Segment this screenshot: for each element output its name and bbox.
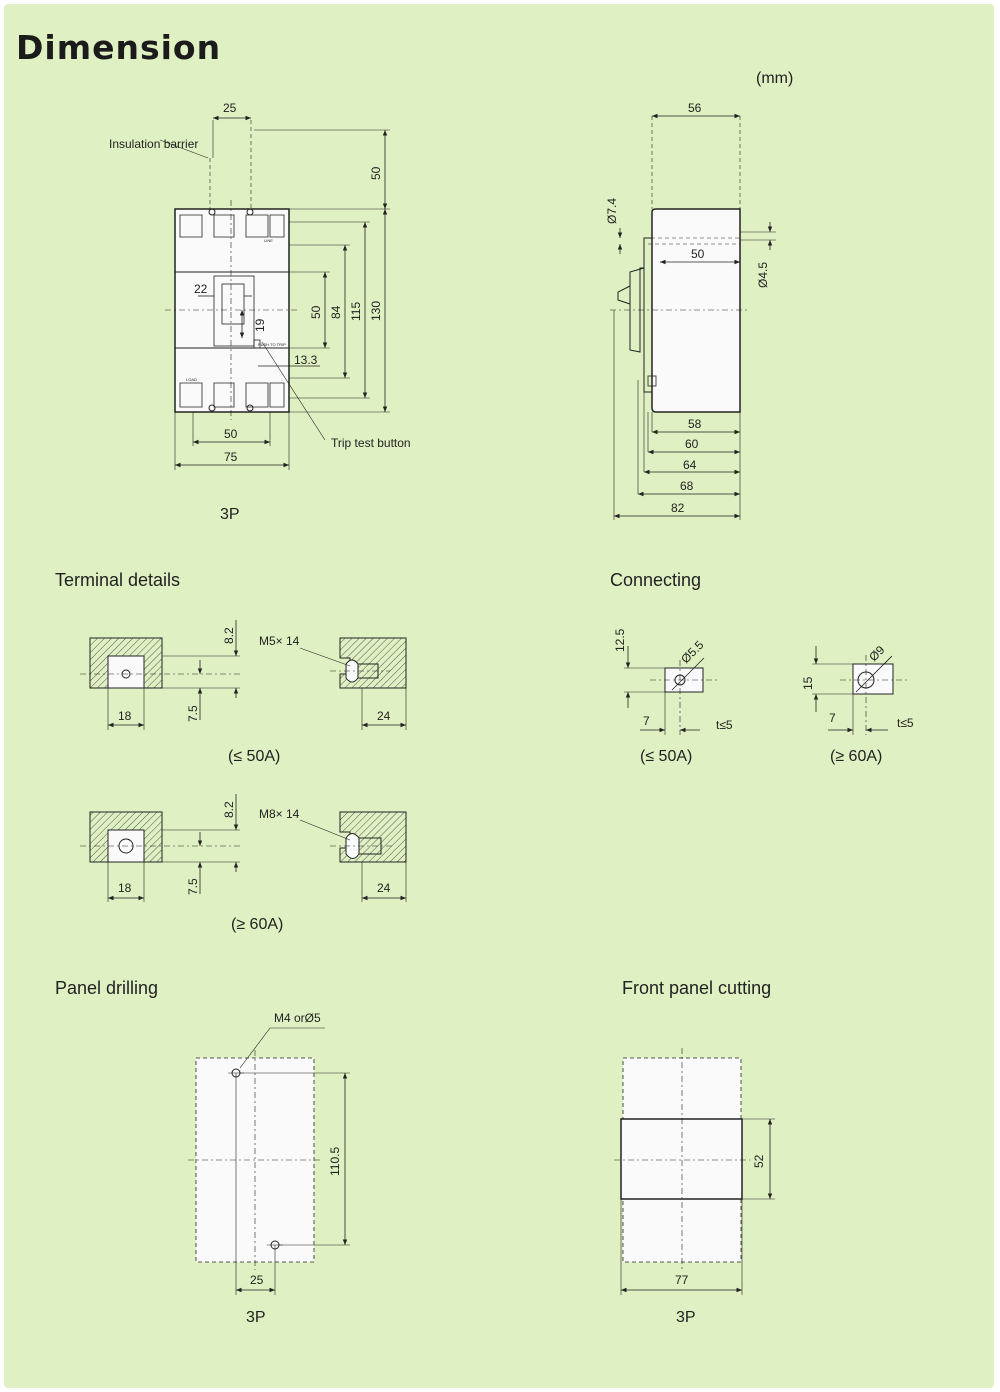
connecting-small-drawing (624, 646, 718, 735)
svg-text:7: 7 (829, 711, 836, 725)
svg-text:15: 15 (801, 676, 815, 690)
caption-main-3p: 3P (220, 506, 240, 523)
svg-text:64: 64 (683, 458, 697, 472)
svg-text:52: 52 (752, 1154, 766, 1168)
svg-text:24: 24 (377, 709, 391, 723)
svg-text:18: 18 (118, 881, 132, 895)
caption-terminal-large: (≥ 60A) (231, 916, 284, 933)
svg-text:18: 18 (118, 709, 132, 723)
svg-text:Ø7.4: Ø7.4 (605, 198, 619, 224)
caption-connecting-large: (≥ 60A) (830, 748, 883, 765)
page-title: Dimension (16, 28, 222, 67)
svg-text:Ø9: Ø9 (866, 643, 887, 664)
svg-text:7: 7 (643, 714, 650, 728)
panel-drilling-drawing (188, 1027, 350, 1295)
svg-text:50: 50 (224, 427, 238, 441)
svg-text:8.2: 8.2 (222, 627, 236, 644)
svg-text:7.5: 7.5 (186, 705, 200, 722)
svg-text:24: 24 (377, 881, 391, 895)
svg-text:130: 130 (369, 301, 383, 321)
caption-terminal-small: (≤ 50A) (228, 748, 281, 765)
svg-text:50: 50 (369, 166, 383, 180)
caption-panel-drilling-3p: 3P (246, 1309, 266, 1326)
svg-text:PUSH TO TRIP: PUSH TO TRIP (258, 342, 286, 347)
terminal-small-drawing (80, 620, 407, 730)
svg-text:12.5: 12.5 (613, 628, 627, 652)
side-view-dimensions (614, 113, 776, 519)
svg-text:75: 75 (224, 450, 238, 464)
front-view-dimensions (159, 115, 388, 468)
svg-text:25: 25 (250, 1273, 264, 1287)
side-view-drawing (610, 116, 748, 520)
svg-text:56: 56 (688, 101, 702, 115)
page-background (4, 4, 994, 1388)
svg-text:25: 25 (223, 101, 237, 115)
svg-text:84: 84 (329, 305, 343, 319)
svg-text:M4 orØ5: M4 orØ5 (274, 1011, 321, 1025)
section-title-terminal: Terminal details (55, 570, 181, 590)
unit-label: (mm) (756, 70, 794, 87)
svg-text:82: 82 (671, 501, 685, 515)
svg-text:50: 50 (691, 247, 705, 261)
svg-text:60: 60 (685, 437, 699, 451)
front-view-drawing (165, 120, 390, 470)
svg-text:13.3: 13.3 (294, 353, 318, 367)
svg-text:LINE: LINE (264, 238, 273, 243)
svg-text:8.2: 8.2 (222, 801, 236, 818)
svg-text:t≤5: t≤5 (897, 716, 914, 730)
connecting-large-texts: 15 Ø9 7 t≤5 (801, 643, 914, 730)
svg-text:19: 19 (253, 318, 267, 332)
svg-text:7.5: 7.5 (186, 878, 200, 895)
svg-text:77: 77 (675, 1273, 689, 1287)
side-view-texts: 56 Ø7.4 Ø4.5 50 58 60 64 68 82 (605, 101, 770, 515)
panel-drilling-texts: M4 orØ5 110.5 25 (250, 1011, 342, 1287)
section-title-front-panel-cutting: Front panel cutting (622, 978, 772, 998)
svg-text:110.5: 110.5 (328, 1147, 342, 1176)
svg-text:115: 115 (349, 302, 363, 321)
svg-text:Insulation barrier: Insulation barrier (109, 137, 198, 151)
front-panel-cutting-texts: 52 77 (675, 1154, 766, 1287)
svg-text:Trip test button: Trip test button (331, 436, 411, 450)
terminal-large-drawing (80, 794, 407, 902)
svg-text:M5× 14: M5× 14 (259, 634, 300, 648)
svg-text:68: 68 (680, 479, 694, 493)
terminal-large-texts: 8.2 7.5 18 M8× 14 24 (118, 801, 391, 895)
svg-text:t≤5: t≤5 (716, 718, 733, 732)
svg-text:50: 50 (309, 305, 323, 319)
terminal-small-texts: 8.2 7.5 18 M5× 14 24 (118, 627, 391, 723)
svg-text:Ø4.5: Ø4.5 (756, 262, 770, 288)
svg-text:Ø5.5: Ø5.5 (678, 638, 707, 667)
caption-front-cutting-3p: 3P (676, 1309, 696, 1326)
svg-text:M8× 14: M8× 14 (259, 807, 300, 821)
section-title-panel-drilling: Panel drilling (55, 978, 159, 998)
svg-text:58: 58 (688, 417, 702, 431)
front-view-texts: 25 50 130 115 84 50 22 19 13.3 50 75 Ins… (109, 101, 411, 464)
caption-connecting-small: (≤ 50A) (640, 748, 693, 765)
connecting-large-drawing (812, 646, 908, 735)
section-title-connecting: Connecting (610, 570, 702, 590)
svg-text:22: 22 (194, 282, 208, 296)
front-panel-cutting-drawing (614, 1048, 775, 1295)
svg-text:LOAD: LOAD (186, 377, 197, 382)
